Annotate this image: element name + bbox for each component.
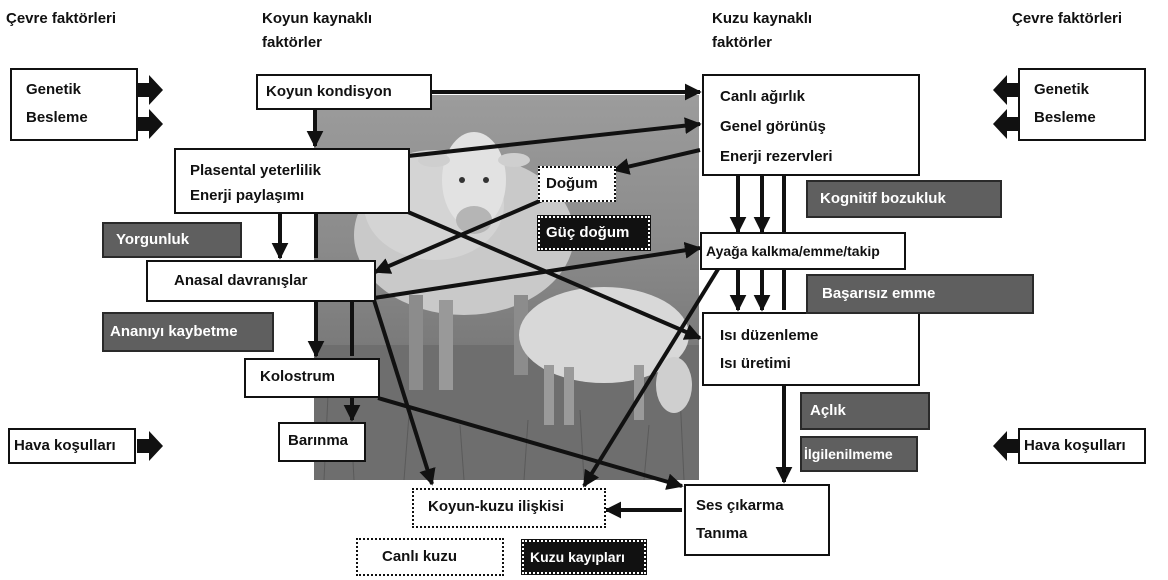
right-genetik-label: Genetik (1034, 76, 1130, 104)
left-hava-label: Hava koşulları (14, 437, 116, 454)
ewe-condition-box: Koyun kondisyon (256, 74, 432, 110)
arrow-right-hava (993, 431, 1019, 461)
arrow-left-besleme (137, 109, 163, 139)
live-weight-label: Canlı ağırlık (720, 82, 902, 112)
recognition-label: Tanıma (696, 520, 818, 548)
lamb-factors-title-1: Kuzu kaynaklı (712, 8, 812, 29)
live-lamb-box: Canlı kuzu (356, 538, 504, 576)
maternal-behaviour-box: Anasal davranışlar (146, 260, 376, 302)
ewe-factors-title-1: Koyun kaynaklı (262, 8, 372, 29)
shelter-label: Barınma (288, 432, 348, 449)
energy-sharing-label: Enerji paylaşımı (190, 183, 394, 208)
general-appearance-label: Genel görünüş (720, 112, 902, 142)
difficult-birth-label: Güç doğum (546, 224, 629, 241)
lamb-losses-box: Kuzu kayıpları (522, 540, 646, 574)
thermo-box: Isı düzenleme Isı üretimi (702, 312, 920, 386)
fatigue-box: Yorgunluk (102, 222, 242, 258)
colostrum-label: Kolostrum (260, 368, 335, 385)
losing-dam-box: Ananıyı kaybetme (102, 312, 274, 352)
vocalisation-label: Ses çıkarma (696, 492, 818, 520)
lamb-factors-title-2: faktörler (712, 32, 772, 53)
neglect-box: İlgilenilmeme (800, 436, 918, 472)
right-env-box: Genetik Besleme (1018, 68, 1146, 141)
starvation-label: Açlık (810, 402, 846, 419)
left-besleme-label: Besleme (26, 104, 122, 132)
left-weather-box: Hava koşulları (8, 428, 136, 464)
ewe-lamb-bond-box: Koyun-kuzu ilişkisi (412, 488, 606, 528)
standing-suckling-label: Ayağa kalkma/emme/takip (706, 243, 880, 259)
difficult-birth-box: Güç doğum (538, 216, 650, 250)
losing-dam-label: Ananıyı kaybetme (110, 323, 238, 340)
fatigue-label: Yorgunluk (116, 231, 189, 248)
left-genetik-label: Genetik (26, 76, 122, 104)
standing-suckling-box: Ayağa kalkma/emme/takip (700, 232, 906, 270)
placental-label: Plasental yeterlilik (190, 158, 394, 183)
cognitive-impairment-label: Kognitif bozukluk (820, 190, 946, 207)
heat-production-label: Isı üretimi (720, 350, 902, 378)
env-factors-left-title: Çevre faktörleri (6, 8, 116, 29)
placental-box: Plasental yeterlilik Enerji paylaşımı (174, 148, 410, 214)
lamb-weight-box: Canlı ağırlık Genel görünüş Enerji rezer… (702, 74, 920, 176)
lamb-losses-label: Kuzu kayıpları (530, 549, 625, 565)
vocalisation-box: Ses çıkarma Tanıma (684, 484, 830, 556)
arrow-right-genetik (993, 75, 1019, 105)
energy-reserves-label: Enerji rezervleri (720, 142, 902, 172)
failed-suckling-box: Başarısız emme (806, 274, 1034, 314)
arrow-left-genetik (137, 75, 163, 105)
right-besleme-label: Besleme (1034, 104, 1130, 132)
shelter-box: Barınma (278, 422, 366, 462)
birth-label: Doğum (546, 175, 598, 192)
ewe-factors-title-2: faktörler (262, 32, 322, 53)
left-env-box: Genetik Besleme (10, 68, 138, 141)
cognitive-impairment-box: Kognitif bozukluk (806, 180, 1002, 218)
arrow-left-hava (137, 431, 163, 461)
live-lamb-label: Canlı kuzu (382, 548, 457, 565)
starvation-box: Açlık (800, 392, 930, 430)
ewe-lamb-bond-label: Koyun-kuzu ilişkisi (428, 498, 564, 515)
neglect-label: İlgilenilmeme (804, 446, 893, 462)
maternal-behaviour-label: Anasal davranışlar (174, 272, 307, 289)
ewe-condition-label: Koyun kondisyon (266, 83, 392, 100)
colostrum-box: Kolostrum (244, 358, 380, 398)
thermoregulation-label: Isı düzenleme (720, 322, 902, 350)
failed-suckling-label: Başarısız emme (822, 285, 935, 302)
birth-box: Doğum (538, 166, 616, 202)
env-factors-right-title: Çevre faktörleri (1012, 8, 1122, 29)
right-weather-box: Hava koşulları (1018, 428, 1146, 464)
right-hava-label: Hava koşulları (1024, 437, 1126, 454)
arrow-right-besleme (993, 109, 1019, 139)
